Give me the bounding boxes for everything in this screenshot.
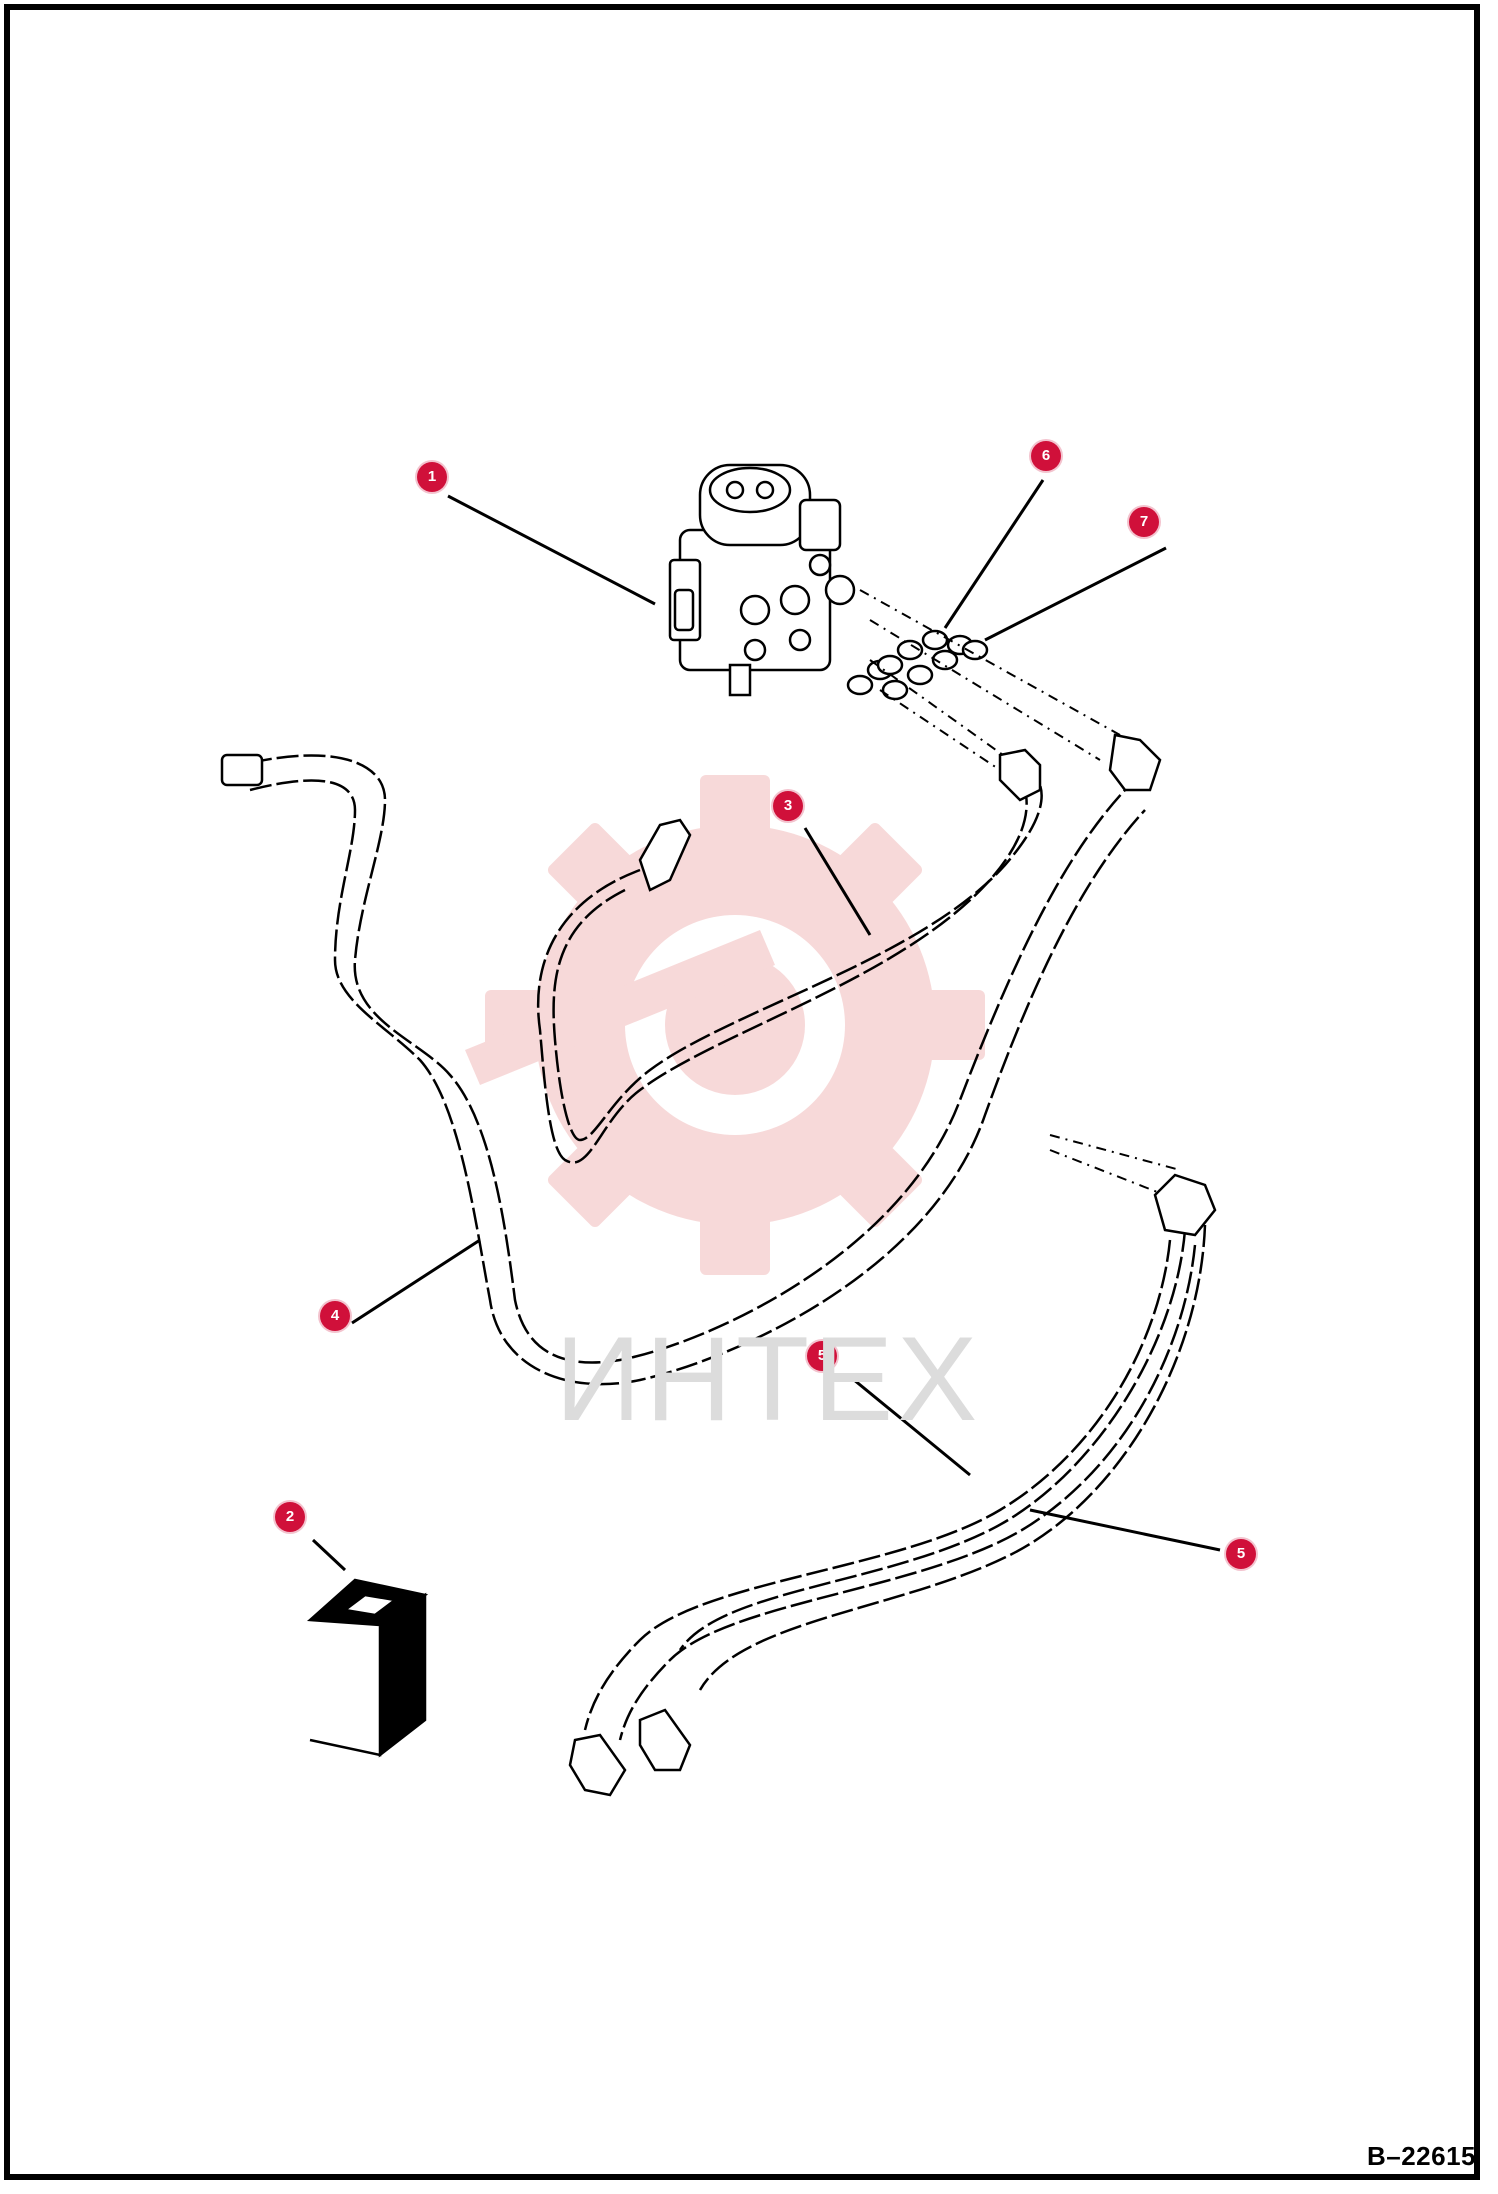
callout-5-left[interactable]: 5	[807, 1341, 837, 1371]
hose-5-pair	[583, 1224, 1207, 1741]
callout-3[interactable]: 3	[773, 791, 803, 821]
callout-6[interactable]: 6	[1031, 441, 1061, 471]
leader-lines	[311, 479, 1221, 1572]
center-lines	[859, 589, 1181, 1196]
hose-5-fittings	[568, 1173, 1217, 1797]
hose-3	[536, 784, 1043, 1164]
drawing-frame	[4, 4, 1480, 2180]
hose-3-fitting-top	[638, 818, 692, 892]
callout-4[interactable]: 4	[320, 1301, 350, 1331]
fittings-group	[846, 629, 989, 701]
hose-4	[249, 754, 1146, 1386]
hose-4-fitting-right	[1108, 733, 1162, 792]
watermark-text: ИНТЕХ	[555, 1312, 982, 1446]
drawing-number: B–22615	[1366, 2141, 1476, 2171]
callout-2[interactable]: 2	[275, 1502, 305, 1532]
watermark-gear-icon	[465, 775, 985, 1275]
callout-1[interactable]: 1	[417, 462, 447, 492]
decal-block	[306, 1578, 429, 1758]
hose-3-fitting-right	[998, 748, 1042, 802]
control-valve	[668, 463, 856, 697]
callout-5-right[interactable]: 5	[1226, 1539, 1256, 1569]
hose-4-fitting-left	[220, 753, 264, 787]
callout-7[interactable]: 7	[1129, 507, 1159, 537]
